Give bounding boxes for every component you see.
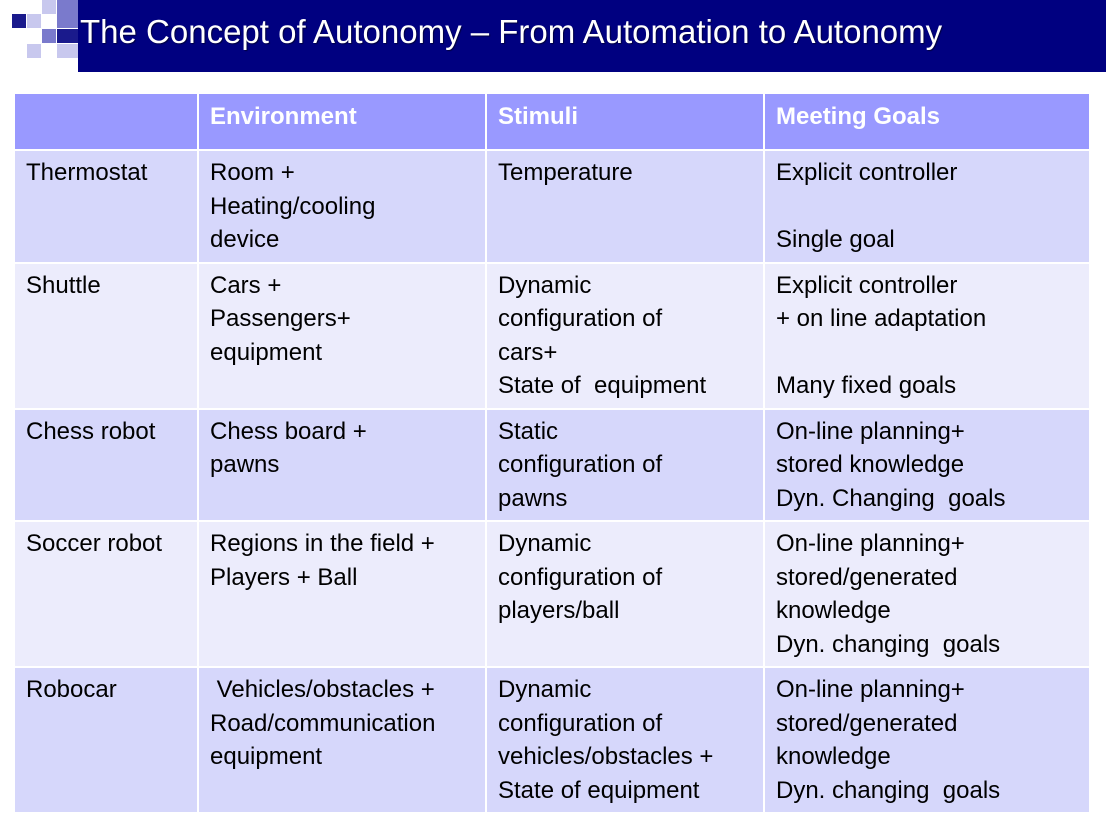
table-row: Shuttle Cars + Passengers+ equipment Dynamic… bbox=[13, 261, 1091, 410]
cell-line: Explicit controller bbox=[776, 159, 958, 186]
cell-line: Heating/cooling bbox=[210, 192, 376, 220]
cell-stimuli: Dynamic configuration of vehicles/obstacle… bbox=[485, 666, 765, 814]
cell-line: On-line planning+ bbox=[776, 417, 965, 445]
cell-system: Chess robot bbox=[13, 407, 199, 522]
cell-line: Temperature bbox=[498, 159, 633, 186]
cell-line: Room + bbox=[210, 159, 295, 186]
cell-line: Vehicles/obstacles + bbox=[210, 676, 435, 703]
table-row: Robocar Vehicles/obstacles + Road/communi… bbox=[13, 666, 1091, 814]
header-environment: Environment bbox=[197, 92, 487, 151]
table-row: Thermostat Room + Heating/cooling device Tem… bbox=[13, 149, 1091, 264]
cell-stimuli: Temperature bbox=[485, 149, 765, 264]
header-meeting-goals: Meeting Goals bbox=[763, 92, 1091, 151]
cell-line: stored/generated bbox=[776, 709, 958, 737]
cell-line: Cars + bbox=[210, 271, 282, 299]
cell-line: Explicit controller bbox=[776, 271, 958, 299]
cell-line: knowledge bbox=[776, 743, 891, 770]
cell-line: vehicles/obstacles + bbox=[498, 743, 714, 770]
cell-line: Regions in the field + bbox=[210, 530, 435, 557]
table-row: Soccer robot Regions in the field + Player… bbox=[13, 520, 1091, 668]
cell-line: On-line planning+ bbox=[776, 676, 965, 703]
cell-line: Many fixed goals bbox=[776, 372, 957, 399]
deco-square bbox=[57, 29, 78, 43]
deco-square bbox=[27, 44, 41, 58]
table-row: Chess robot Chess board + pawns Static confi… bbox=[13, 407, 1091, 522]
cell-environment: Cars + Passengers+ equipment bbox=[197, 261, 487, 410]
cell-line bbox=[776, 336, 1078, 370]
cell-line: equipment bbox=[210, 743, 323, 770]
cell-goals: On-line planning+ stored/generated knowled… bbox=[763, 520, 1091, 668]
cell-line: Static bbox=[498, 417, 559, 445]
cell-line: configuration of bbox=[498, 305, 663, 332]
cell-environment: Room + Heating/cooling device bbox=[197, 149, 487, 264]
cell-line: configuration of bbox=[498, 451, 663, 478]
cell-line: stored knowledge bbox=[776, 451, 965, 478]
cell-line: Dynamic bbox=[498, 530, 592, 557]
slide-title: The Concept of Autonomy – From Automatio… bbox=[80, 13, 943, 50]
table-header-row: Environment Stimuli Meeting Goals bbox=[13, 92, 1091, 151]
deco-square bbox=[57, 44, 78, 58]
cell-line: Players + Ball bbox=[210, 563, 358, 591]
cell-line: Dyn. changing goals bbox=[776, 630, 1001, 658]
cell-line: Dyn. changing goals bbox=[776, 776, 1001, 804]
title-bar bbox=[78, 0, 1106, 72]
deco-square bbox=[27, 14, 41, 28]
cell-line: pawns bbox=[210, 451, 280, 478]
cell-stimuli: Dynamic configuration of players/ball bbox=[485, 520, 765, 668]
header-system bbox=[13, 92, 199, 151]
cell-line: stored/generated bbox=[776, 563, 958, 591]
cell-line: Single goal bbox=[776, 226, 895, 253]
cell-line: cars+ bbox=[498, 338, 558, 366]
cell-line: equipment bbox=[210, 338, 323, 366]
cell-system: Robocar bbox=[13, 666, 199, 814]
cell-line: State of equipment bbox=[498, 372, 707, 399]
cell-system: Shuttle bbox=[13, 261, 199, 410]
cell-line: On-line planning+ bbox=[776, 530, 965, 557]
cell-line: Road/communication bbox=[210, 709, 436, 737]
deco-square bbox=[42, 0, 56, 14]
deco-square bbox=[57, 0, 78, 28]
cell-system: Thermostat bbox=[13, 149, 199, 264]
cell-line: + on line adaptation bbox=[776, 305, 987, 332]
cell-line: Dyn. Changing goals bbox=[776, 484, 1006, 512]
comparison-table: Environment Stimuli Meeting Goals Thermo… bbox=[13, 92, 1091, 814]
cell-environment: Regions in the field + Players + Ball bbox=[197, 520, 487, 668]
corner-decoration bbox=[0, 0, 78, 72]
cell-environment: Vehicles/obstacles + Road/communication eq… bbox=[197, 666, 487, 814]
cell-line: configuration of bbox=[498, 709, 663, 737]
deco-square bbox=[42, 29, 56, 43]
cell-line: Dynamic bbox=[498, 271, 592, 299]
cell-line: Chess board + bbox=[210, 417, 367, 445]
cell-system: Soccer robot bbox=[13, 520, 199, 668]
cell-line: Dynamic bbox=[498, 676, 592, 703]
cell-line: knowledge bbox=[776, 597, 891, 624]
cell-line: configuration of bbox=[498, 563, 663, 591]
cell-line: Passengers+ bbox=[210, 305, 351, 332]
deco-square bbox=[12, 14, 26, 28]
cell-line: pawns bbox=[498, 484, 568, 512]
header-stimuli: Stimuli bbox=[485, 92, 765, 151]
cell-line: device bbox=[210, 226, 280, 253]
cell-stimuli: Dynamic configuration of cars+ State of equ… bbox=[485, 261, 765, 410]
cell-stimuli: Static configuration of pawns bbox=[485, 407, 765, 522]
cell-line: State of equipment bbox=[498, 776, 700, 804]
cell-line bbox=[776, 190, 1078, 224]
cell-goals: On-line planning+ stored/generated knowled… bbox=[763, 666, 1091, 814]
cell-environment: Chess board + pawns bbox=[197, 407, 487, 522]
cell-line: players/ball bbox=[498, 597, 620, 624]
